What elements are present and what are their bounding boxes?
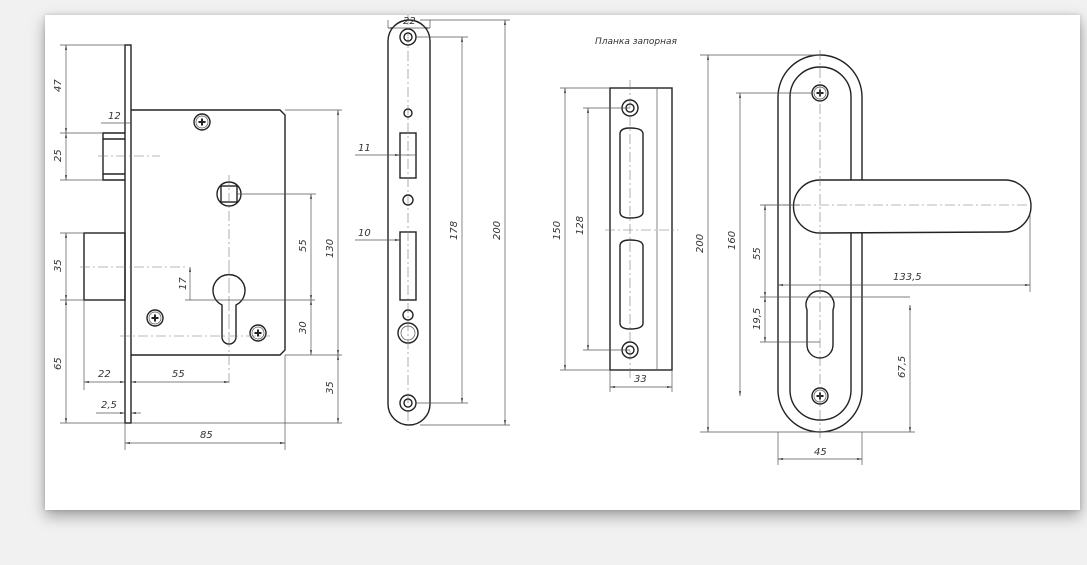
dim-label: 200: [695, 234, 706, 253]
dim-label: 2,5: [101, 400, 117, 411]
dim-label: 30: [298, 321, 309, 334]
dim-label: 67,5: [897, 356, 908, 378]
dim-label: 47: [53, 79, 64, 92]
screw-icon: [193, 113, 211, 131]
dim-label: 150: [552, 221, 563, 240]
dim-label: 55: [752, 247, 763, 260]
dim-label: 35: [325, 381, 336, 394]
dim-label: 10: [358, 228, 371, 239]
screw-icon: [146, 309, 164, 327]
drawing-sheet: [45, 15, 1080, 510]
dim-label: 22: [98, 369, 111, 380]
cylinder-hole: [805, 290, 835, 359]
faceplate-view: 22 11 10 178 200: [355, 15, 510, 430]
dim-label: 178: [449, 221, 460, 240]
lock-faceplate: [124, 44, 132, 424]
screw-icon: [249, 324, 267, 342]
lock-case: [131, 109, 286, 356]
dim-label: 65: [53, 357, 64, 370]
strike-plate-view: Планка запорная 150 128 33: [552, 37, 678, 392]
mortise-lock-view: 47 25 35 65 12 17 55 30 130 35 22 55 2,5…: [53, 44, 342, 450]
dim-label: 22: [403, 16, 416, 27]
dim-label: 85: [200, 430, 213, 441]
dim-label: 25: [53, 149, 64, 162]
dim-label: 160: [727, 231, 738, 250]
dim-label: 45: [814, 447, 827, 458]
handle-view: 200 160 55 19,5 133,5 67,5 45: [695, 50, 1032, 465]
dim-label: 133,5: [893, 272, 922, 283]
dim-label: 130: [325, 239, 336, 258]
dim-label: 128: [575, 216, 586, 235]
latch-bolt: [102, 132, 125, 181]
dim-label: 33: [634, 374, 647, 385]
dim-label: 55: [172, 369, 185, 380]
dim-label: 17: [178, 277, 189, 290]
strike-plate-title: Планка запорная: [595, 37, 678, 47]
dim-label: 35: [53, 259, 64, 272]
lever-handle: [792, 179, 1032, 234]
dim-label: 200: [492, 221, 503, 240]
dim-label: 55: [298, 239, 309, 252]
dead-bolt: [83, 232, 126, 301]
dim-label: 12: [108, 111, 121, 122]
dim-label: 19,5: [752, 308, 763, 330]
dim-label: 11: [358, 143, 371, 154]
